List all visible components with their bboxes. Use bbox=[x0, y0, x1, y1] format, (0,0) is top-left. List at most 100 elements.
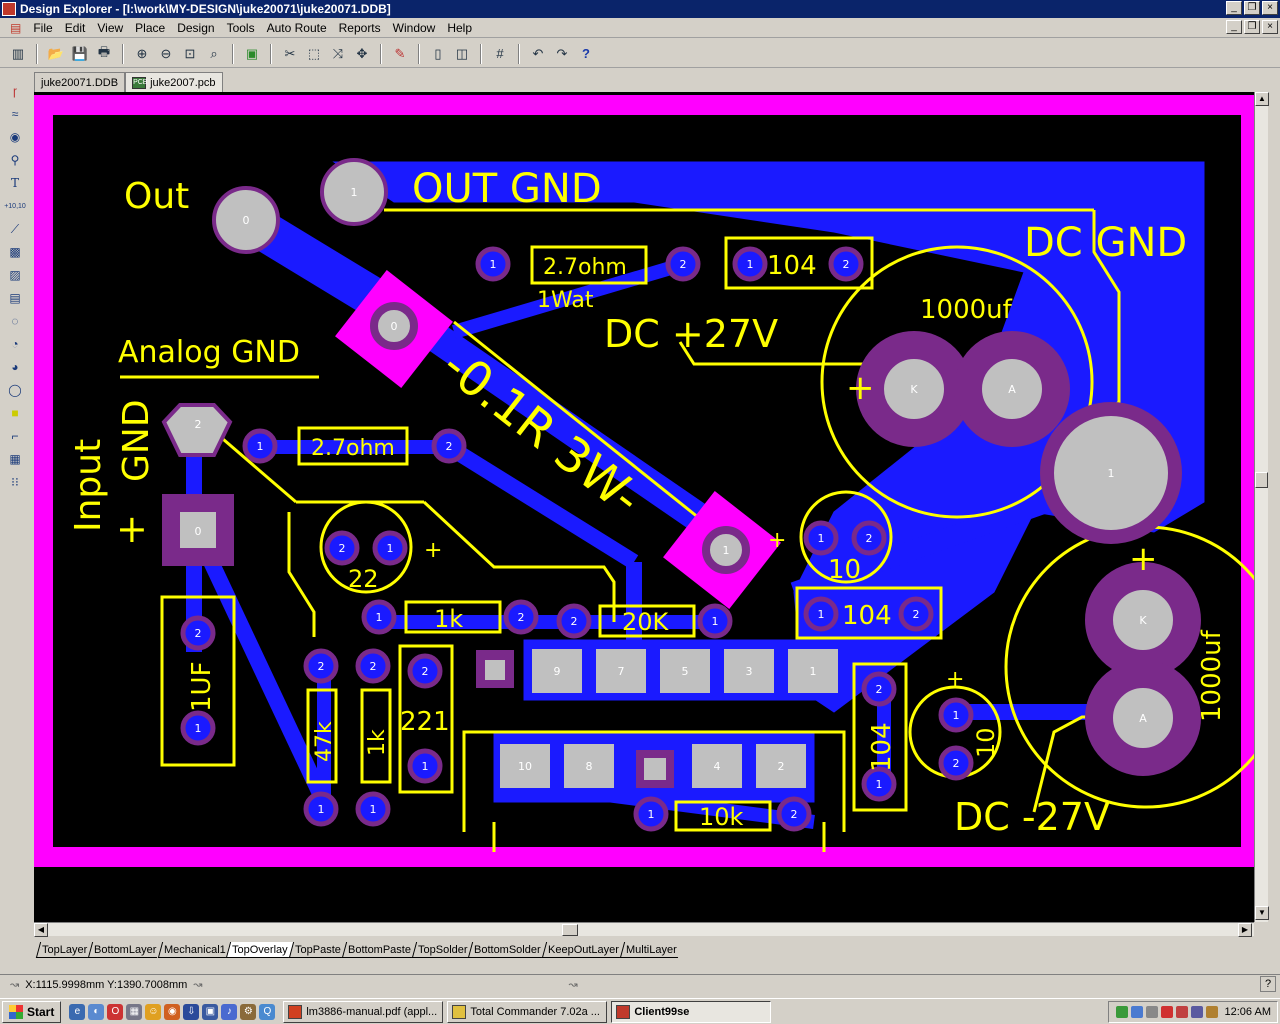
vertical-scrollbar[interactable]: ▲ ▼ bbox=[1254, 92, 1269, 922]
library-icon[interactable]: ▯ bbox=[434, 45, 442, 61]
tab-ddb[interactable]: juke20071.DDB bbox=[34, 72, 126, 92]
doc-restore-button[interactable]: ❐ bbox=[1244, 20, 1260, 34]
quick-launch-tool-icon[interactable]: ⚙ bbox=[240, 1003, 257, 1020]
tray-antivirus-icon[interactable] bbox=[1160, 1006, 1173, 1018]
menu-edit[interactable]: Edit bbox=[64, 20, 86, 35]
app-icon[interactable] bbox=[2, 2, 16, 16]
zoom-out-icon[interactable]: ⊖ bbox=[160, 45, 172, 61]
horizontal-scroll-thumb[interactable] bbox=[562, 924, 578, 936]
quick-launch-explorer-icon[interactable]: ◐ bbox=[88, 1003, 105, 1020]
place-dimension-icon[interactable]: ⟋ bbox=[10, 221, 20, 236]
place-line-icon[interactable]: ≈ bbox=[11, 107, 19, 121]
menu-system-icon[interactable]: ▤ bbox=[10, 20, 22, 35]
scroll-down-arrow[interactable]: ▼ bbox=[1255, 906, 1269, 920]
place-room-icon[interactable]: ▩ bbox=[9, 245, 21, 259]
route-icon[interactable]: ✎ bbox=[394, 45, 406, 61]
arc-center-icon[interactable]: ◌ bbox=[11, 314, 19, 328]
doc-minimize-button[interactable]: _ bbox=[1226, 20, 1242, 34]
menu-tools[interactable]: Tools bbox=[226, 20, 255, 35]
menu-view[interactable]: View bbox=[97, 20, 124, 35]
zoom-area-icon[interactable]: ⌕ bbox=[210, 45, 218, 61]
quick-launch-save-icon[interactable]: ▣ bbox=[202, 1003, 219, 1020]
task-client99se[interactable]: Client99se bbox=[611, 1000, 772, 1023]
menu-file[interactable]: File bbox=[33, 20, 53, 35]
quick-launch-download-icon[interactable]: ⇩ bbox=[183, 1003, 200, 1020]
layer-tab-topsolder[interactable]: TopSolder bbox=[411, 942, 473, 958]
component-icon[interactable]: ◫ bbox=[455, 45, 469, 61]
split-plane-icon[interactable]: ⌐ bbox=[11, 429, 19, 443]
select-icon[interactable]: ⬚ bbox=[307, 45, 321, 61]
vertical-scroll-thumb[interactable] bbox=[1255, 472, 1268, 488]
deselect-icon[interactable]: ⤨ bbox=[332, 45, 344, 61]
status-help-button[interactable]: ? bbox=[1260, 976, 1276, 992]
place-component-icon[interactable]: ▤ bbox=[9, 291, 21, 305]
menu-window[interactable]: Window bbox=[392, 20, 436, 35]
quick-launch-messenger-icon[interactable]: ☺ bbox=[145, 1003, 162, 1020]
tray-monitor-icon[interactable] bbox=[1130, 1006, 1143, 1018]
interactive-route-icon[interactable]: ɼ bbox=[13, 84, 17, 98]
place-polygon-icon[interactable]: ▨ bbox=[9, 268, 21, 282]
quick-launch-app-icon[interactable]: ♪ bbox=[221, 1003, 238, 1020]
quick-launch-search-icon[interactable]: Q bbox=[259, 1003, 276, 1020]
print-icon[interactable]: 🖶 bbox=[97, 43, 111, 59]
tray-tools-icon[interactable] bbox=[1205, 1006, 1218, 1018]
scroll-left-arrow[interactable]: ◀ bbox=[34, 923, 48, 937]
layer-tab-bottompaste[interactable]: BottomPaste bbox=[341, 942, 417, 958]
quick-launch-calc-icon[interactable]: ▦ bbox=[126, 1003, 143, 1020]
close-button[interactable]: × bbox=[1262, 1, 1278, 15]
layer-tab-topoverlay[interactable]: TopOverlay bbox=[226, 942, 294, 958]
undo-icon[interactable]: ↶ bbox=[532, 45, 544, 61]
place-fill-icon[interactable]: ■ bbox=[11, 406, 19, 420]
menu-help[interactable]: Help bbox=[447, 20, 473, 35]
doc-close-button[interactable]: × bbox=[1262, 20, 1278, 34]
tray-clock-icon[interactable] bbox=[1145, 1006, 1158, 1018]
start-button[interactable]: Start bbox=[2, 1000, 62, 1023]
arc-edge-icon[interactable]: ◔ bbox=[11, 337, 19, 351]
cross-probe-icon[interactable]: ✂ bbox=[284, 45, 296, 61]
task-total-commander[interactable]: Total Commander 7.02a ... bbox=[447, 1000, 608, 1023]
menu-design[interactable]: Design bbox=[177, 20, 215, 35]
menu-place[interactable]: Place bbox=[135, 20, 166, 35]
place-coordinate-icon[interactable]: +10,10 bbox=[4, 202, 26, 210]
layer-tab-bottomlayer[interactable]: BottomLayer bbox=[88, 942, 162, 958]
layer-tab-bottomsolder[interactable]: BottomSolder bbox=[468, 942, 547, 958]
layer-tab-keepoutlayer[interactable]: KeepOutLayer bbox=[541, 942, 625, 958]
arc-any-icon[interactable]: ◕ bbox=[11, 360, 19, 374]
layer-tab-toppaste[interactable]: TopPaste bbox=[288, 942, 347, 958]
place-pad-icon[interactable]: ◉ bbox=[9, 130, 21, 144]
zoom-in-icon[interactable]: ⊕ bbox=[136, 45, 148, 61]
design-manager-icon[interactable]: ▥ bbox=[11, 45, 25, 61]
tray-volume-icon[interactable] bbox=[1190, 1006, 1203, 1018]
quick-launch-firefox-icon[interactable]: ◉ bbox=[164, 1003, 181, 1020]
tray-network-icon[interactable] bbox=[1115, 1006, 1128, 1018]
layer-tab-mechanical1[interactable]: Mechanical1 bbox=[157, 942, 231, 958]
help-icon[interactable]: ? bbox=[582, 46, 590, 61]
minimize-button[interactable]: _ bbox=[1226, 1, 1242, 15]
pcb-drawing[interactable]: 0 1 0 1 2 0 K A 1 K A 9 7 5 3 1 10 8 4 2… bbox=[34, 92, 1268, 922]
move-icon[interactable]: ✥ bbox=[356, 45, 368, 61]
open-icon[interactable]: 📂 bbox=[47, 45, 65, 61]
quick-launch-opera-icon[interactable]: O bbox=[107, 1003, 124, 1020]
save-icon[interactable]: 💾 bbox=[71, 45, 89, 61]
scroll-up-arrow[interactable]: ▲ bbox=[1255, 92, 1269, 106]
place-via-icon[interactable]: ⚲ bbox=[10, 153, 20, 167]
layer-tab-toplayer[interactable]: TopLayer bbox=[35, 942, 93, 958]
menu-reports[interactable]: Reports bbox=[338, 20, 381, 35]
task-pdf[interactable]: lm3886-manual.pdf (appl... bbox=[283, 1000, 444, 1023]
polygon-plane-icon[interactable]: ▦ bbox=[9, 452, 21, 466]
menu-auto-route[interactable]: Auto Route bbox=[266, 20, 327, 35]
full-circle-icon[interactable]: ◯ bbox=[8, 383, 22, 397]
zoom-fit-icon[interactable]: ⊡ bbox=[184, 45, 196, 61]
tray-shield-icon[interactable] bbox=[1175, 1006, 1188, 1018]
scroll-right-arrow[interactable]: ▶ bbox=[1238, 923, 1252, 937]
redo-icon[interactable]: ↷ bbox=[556, 45, 568, 61]
horizontal-scrollbar[interactable]: ◀ ▶ bbox=[34, 922, 1254, 937]
place-string-icon[interactable]: T bbox=[10, 176, 19, 190]
restore-button[interactable]: ❐ bbox=[1244, 1, 1260, 15]
layer-tab-multilayer[interactable]: MultiLayer bbox=[619, 942, 682, 958]
browse-icon[interactable]: ▣ bbox=[245, 45, 259, 61]
array-paste-icon[interactable]: ⁝⁝ bbox=[11, 475, 19, 489]
pcb-canvas[interactable]: 0 1 0 1 2 0 K A 1 K A 9 7 5 3 1 10 8 4 2… bbox=[34, 92, 1268, 922]
quick-launch-ie-icon[interactable]: e bbox=[69, 1003, 86, 1020]
